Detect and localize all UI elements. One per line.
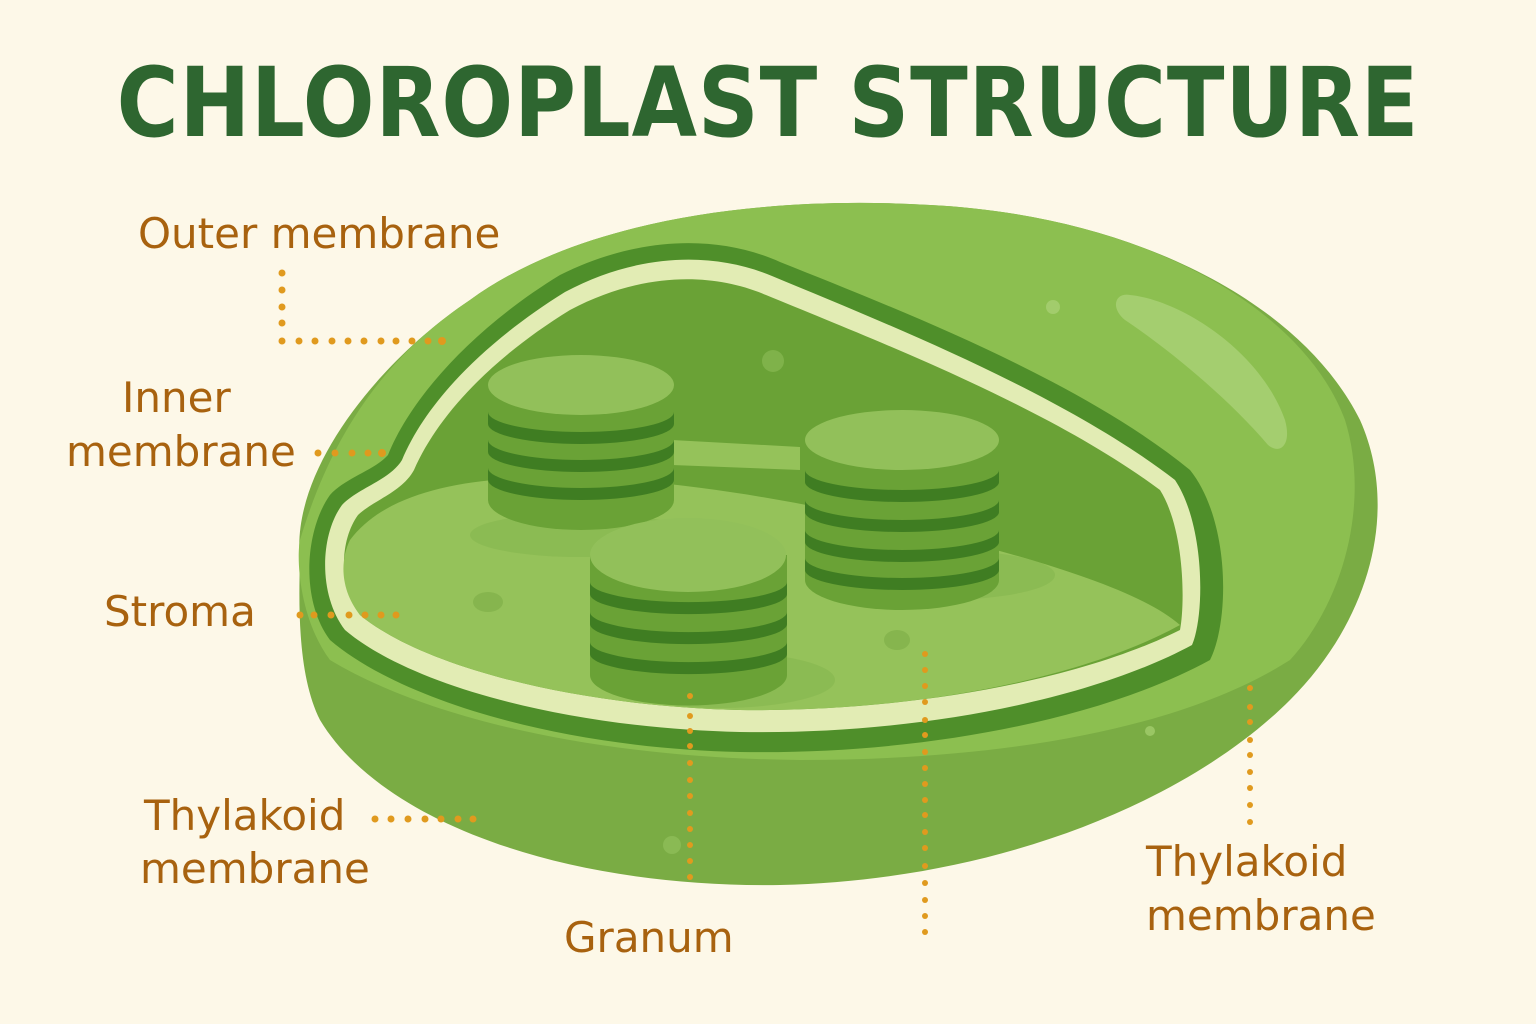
label-thylakoid-left-line1: Thylakoid (144, 791, 346, 840)
leader-lines (278, 269, 1253, 935)
lamella-connector-1 (672, 440, 800, 470)
leader-center (922, 651, 928, 935)
highlight (1115, 294, 1288, 449)
leader-stroma (296, 611, 400, 619)
granum-stack-2 (805, 410, 1055, 610)
label-thylakoid-right-line2: membrane (1146, 891, 1376, 940)
label-thylakoid-right-line1: Thylakoid (1146, 837, 1348, 886)
leader-inner-membrane (314, 449, 386, 457)
label-granum: Granum (564, 913, 734, 962)
leader-thylakoid-left (371, 815, 477, 823)
label-thylakoid-left-line2: membrane (140, 844, 370, 893)
granum-stack-3 (590, 518, 835, 708)
diagram-title: CHLOROPLAST STRUCTURE (116, 47, 1420, 159)
leader-outer-membrane (278, 269, 446, 345)
label-inner-membrane-line2: membrane (66, 427, 296, 476)
label-stroma: Stroma (104, 587, 256, 636)
leader-granum (687, 693, 693, 880)
label-outer-membrane: Outer membrane (138, 209, 501, 258)
label-inner-membrane-line1: Inner (122, 373, 231, 422)
leader-thylakoid-right (1247, 685, 1253, 825)
